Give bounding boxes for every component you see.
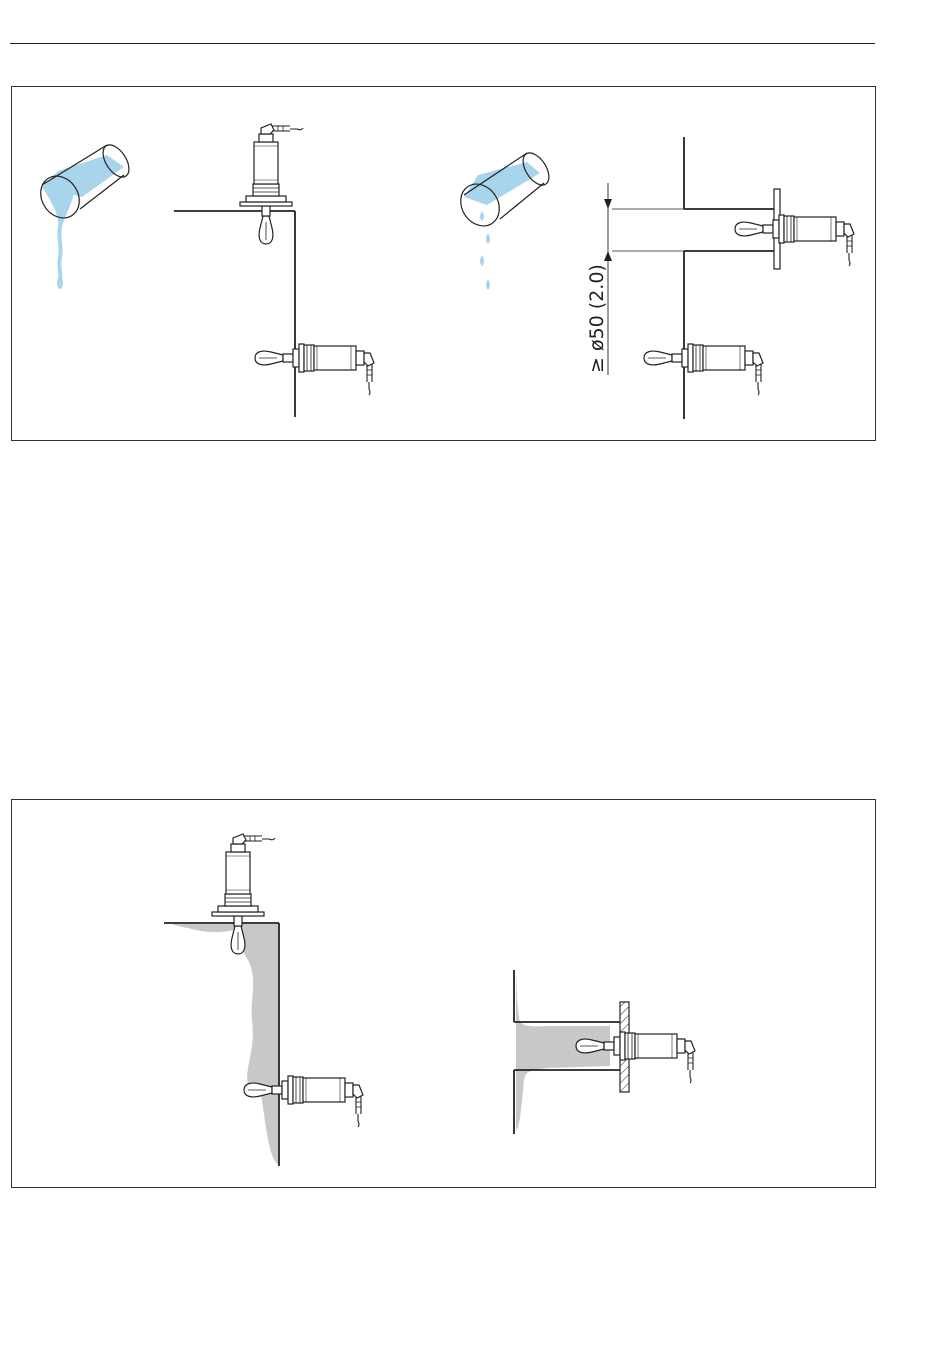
nozzle-sensor-icon <box>735 215 854 266</box>
top-mounted-sensor-icon <box>240 124 303 244</box>
wall-sensor-icon <box>644 344 763 395</box>
page-header-rule <box>10 43 875 44</box>
tank-wall-right <box>612 137 780 419</box>
side-mounted-sensor-icon <box>255 344 374 395</box>
figure-buildup-deposits <box>11 799 876 1188</box>
tank-wall-left <box>174 211 295 417</box>
dimension-annotation: ≥ ø50 (2.0) <box>586 183 612 375</box>
dripping-glass-icon <box>453 148 554 290</box>
figure-installation-viscosity: ≥ ø50 (2.0) <box>11 86 876 441</box>
pouring-glass-icon <box>33 140 134 289</box>
dimension-label: ≥ ø50 (2.0) <box>586 264 608 373</box>
deposit-buildup-left <box>172 924 278 1164</box>
